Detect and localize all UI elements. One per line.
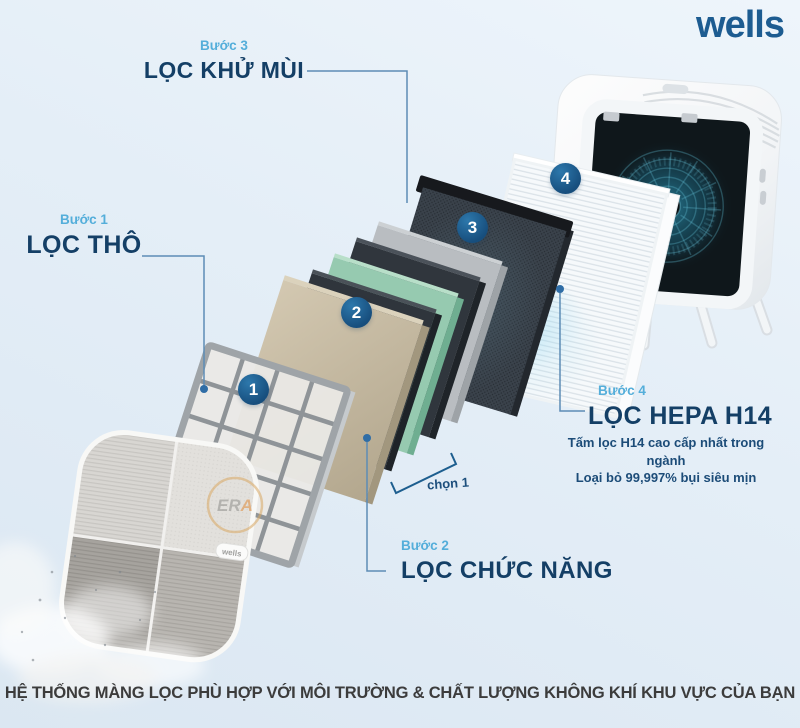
- step1-title: LỌC THÔ: [26, 230, 142, 259]
- leader-step1: [142, 255, 205, 386]
- step3-title: LỌC KHỬ MÙI: [143, 56, 305, 83]
- svg-text:ERA: ERA: [217, 496, 253, 515]
- step2-title: LỌC CHỨC NĂNG: [401, 556, 613, 584]
- step4-title: LỌC HEPA H14: [588, 401, 772, 430]
- leader-step2: [366, 442, 386, 572]
- dust-specks: [20, 554, 157, 662]
- side-button: [759, 190, 767, 205]
- step1-kicker: Bước 1: [60, 212, 108, 227]
- step4-kicker: Bước 4: [598, 383, 646, 398]
- step4-desc-line2: Loại bỏ 99,997% bụi siêu mịn: [575, 470, 757, 486]
- leader-lines: [142, 70, 585, 572]
- leader-dots: [200, 285, 564, 442]
- step2-kicker: Bước 2: [401, 538, 449, 553]
- side-button: [759, 168, 766, 183]
- step4-desc-line1: Tấm lọc H14 cao cấp nhất trong ngành: [567, 435, 765, 468]
- footer-headline: HỆ THỐNG MÀNG LỌC PHÙ HỢP VỚI MÔI TRƯỜNG…: [4, 684, 796, 702]
- step2-number-badge: 2: [341, 297, 372, 328]
- step3-kicker: Bước 3: [200, 38, 248, 53]
- wells-logo: wells: [696, 4, 785, 46]
- cover-brand-badge: wells: [215, 542, 249, 562]
- era-watermark: ERA: [206, 476, 264, 534]
- frame-clip: [603, 111, 620, 122]
- leader-step4: [559, 293, 585, 412]
- step1-label: Bước 1 LỌC THÔ: [14, 212, 154, 259]
- step4-number-badge: 4: [550, 163, 581, 194]
- step4-label: Bước 4 LỌC HEPA H14 Tấm lọc H14 cao cấp …: [552, 383, 780, 487]
- choose-one-bracket: [390, 452, 458, 495]
- choose-one-note: chọn 1: [426, 474, 470, 493]
- purifier-handle-slot: [662, 83, 689, 95]
- step3-label: Bước 3 LỌC KHỬ MÙI: [128, 38, 320, 83]
- step4-description: Tấm lọc H14 cao cấp nhất trong ngành Loạ…: [552, 434, 780, 487]
- step2-label: Bước 2 LỌC CHỨC NĂNG: [401, 538, 613, 584]
- step1-number-badge: 1: [238, 374, 269, 405]
- leader-step3: [307, 70, 408, 203]
- frame-clip: [681, 113, 698, 123]
- step3-number-badge: 3: [457, 212, 488, 243]
- smoke: [0, 542, 205, 702]
- svg-text:wells: wells: [220, 547, 242, 559]
